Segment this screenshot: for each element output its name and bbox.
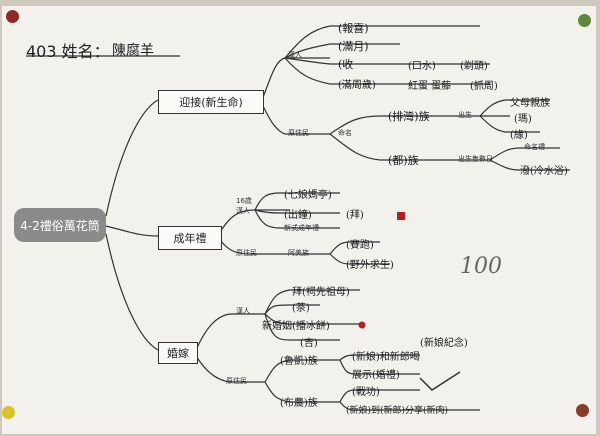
wedding-bunun-row: (布農)族	[280, 398, 318, 409]
birth-birthday-label: 出生隻數日	[458, 155, 493, 163]
adult-age-note: 16歲	[236, 197, 252, 205]
birth-yuanzhumin-label: 原住民	[288, 129, 309, 137]
birth-naming3: (瑪)	[514, 114, 532, 125]
adult-topic-box: 成年禮	[158, 226, 222, 250]
birth-parents: 父母親族	[510, 98, 550, 109]
birth-paiwan: (排灣)族	[388, 110, 430, 123]
birth-naming-ceremony: 命名禮	[524, 143, 545, 151]
wedding-topic-box: 婚嫁	[158, 342, 198, 364]
birth-water: 潑(冷水浴)	[520, 166, 568, 177]
wedding-item-3: 新婚姻(播冰餅)	[262, 321, 330, 332]
wedding-yuanzhumin-label: 原住民	[226, 377, 247, 385]
birth-topic-title: 迎接(新生命)	[179, 96, 243, 109]
wedding-item-2: (茶)	[292, 303, 310, 314]
adult-amis-item-2: (野外求生)	[346, 260, 394, 271]
wedding-amis-item-2: 展示(婚禮)	[352, 370, 400, 381]
birth-han-label: 漢人	[288, 51, 302, 59]
birth-item-2: (滿月)	[338, 40, 369, 53]
birth-zhuozhou: (抓周)	[470, 81, 498, 92]
teacher-grade: 100	[460, 254, 502, 279]
wedding-bunun-item-2: (新娘)到(新郎)分享(新肉)	[346, 406, 449, 416]
adult-yuanzhumin-label: 原住民	[236, 249, 257, 257]
birth-topic-box: 迎接(新生命)	[158, 90, 264, 114]
pin-bottom-right	[576, 404, 589, 417]
pin-top-left	[6, 10, 19, 23]
adult-item-1: (七娘媽亭)	[284, 190, 332, 201]
wedding-han-label: 漢人	[236, 307, 250, 315]
wedding-topic-title: 婚嫁	[167, 347, 189, 360]
center-topic: 4-2禮俗萬花筒	[14, 208, 106, 242]
class-name-label: 403 姓名：	[26, 42, 110, 61]
adult-topic-title: 成年禮	[173, 232, 207, 245]
birth-sub-a: (口水)	[408, 61, 436, 72]
birth-ancestor: (緣)	[510, 130, 528, 141]
birth-naming-label: 命名	[338, 129, 352, 137]
adult-amis-label: 阿美族	[288, 249, 309, 257]
adult-item-4: (拜)	[346, 210, 364, 221]
wedding-item-4: (吉)	[300, 338, 318, 349]
birth-sub-b: (剃頭)	[460, 61, 488, 72]
wedding-item-1: 拜(祠先祖母)	[292, 287, 350, 298]
birth-item-1: (報喜)	[338, 22, 369, 35]
wedding-amis-item-1: (新娘)和新郎喝	[352, 352, 420, 363]
pin-top-right	[578, 14, 591, 27]
adult-han-label: 漢人	[236, 207, 250, 215]
wedding-item-5: (新娘紀念)	[420, 338, 468, 349]
birth-hongdan: 紅蛋 蛋藤	[408, 81, 452, 92]
birth-tao: (都)族	[388, 154, 419, 167]
birth-item-4: (滿周歲)	[338, 80, 376, 91]
adult-item-3: 新式成年禮	[284, 224, 319, 232]
adult-amis-item-1: (賽跑)	[346, 240, 374, 251]
birth-item-3: (收	[338, 58, 354, 71]
wedding-amis-row: (魯凱)族	[280, 356, 318, 367]
birth-birth-label: 出生	[458, 111, 472, 119]
pin-bottom-left	[2, 406, 15, 419]
adult-item-2: (出鐘)	[284, 210, 312, 221]
wedding-bunun-item-1: (戰功)	[352, 387, 380, 398]
student-name: 陳腐羊	[112, 43, 154, 59]
